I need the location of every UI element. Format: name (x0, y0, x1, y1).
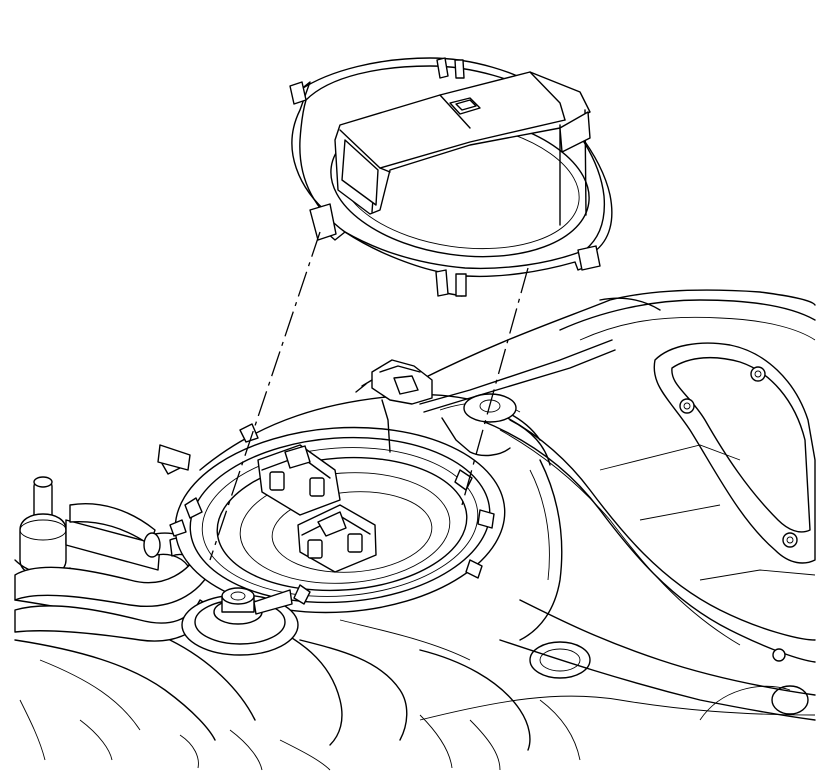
evap-vent-fitting (14, 476, 71, 577)
evap-vent-fitting (181, 587, 299, 656)
alignment-guide-lines (209, 231, 529, 561)
bolt-icon (679, 398, 695, 414)
electrical-connectors (257, 339, 616, 573)
fuel-sender-lock-ring-tool (289, 57, 613, 297)
bolt-icon (772, 648, 786, 662)
bolt-icon (782, 532, 798, 548)
bolt-icon (750, 366, 766, 382)
